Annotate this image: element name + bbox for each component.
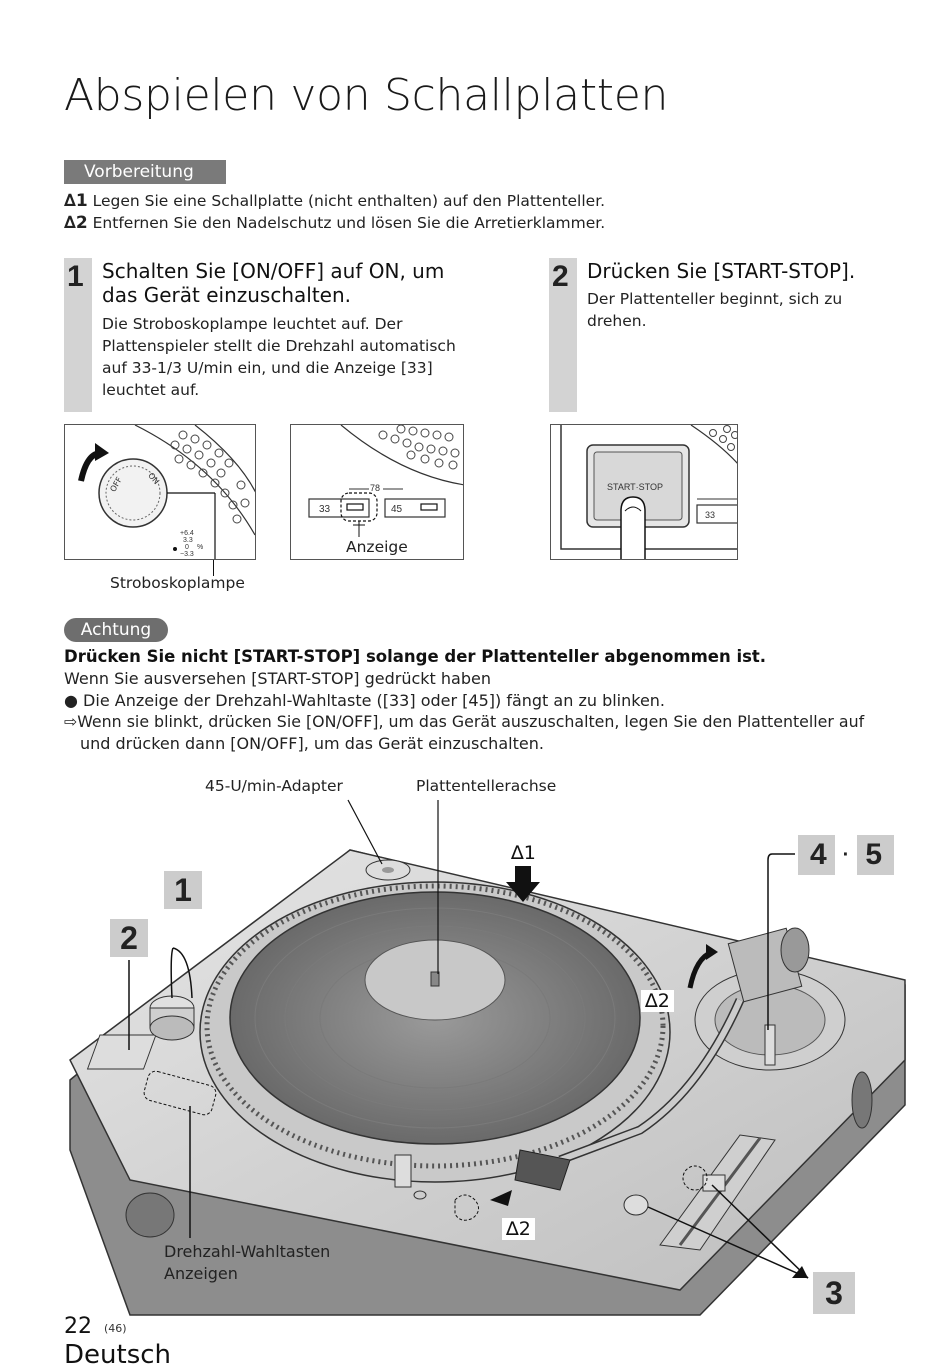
body-line: auf 33-1/3 U/min ein, und die Anzeige [3… xyxy=(102,359,433,377)
speed-indicator-illustration: 78 33 45 xyxy=(308,425,463,537)
strobe-leader-line xyxy=(213,560,215,576)
speed-45-label: 45 xyxy=(391,504,403,515)
page-number: 22 xyxy=(64,1314,92,1339)
speed-buttons-label: Drehzahl-Wahltasten xyxy=(164,1242,331,1261)
strobe-lamp-caption: Stroboskoplampe xyxy=(110,574,245,592)
speed-33-label: 33 xyxy=(705,510,715,520)
speed-78-label: 78 xyxy=(370,483,380,493)
note-mark: ∆1 xyxy=(64,191,88,211)
pitch-scale-value: 3.3 xyxy=(183,537,193,544)
pitch-scale-value: −3.3 xyxy=(180,551,194,558)
callout-separator: · xyxy=(835,835,857,875)
step-1-heading: Schalten Sie [ON/OFF] auf ON, um das Ger… xyxy=(102,259,444,307)
heading-line: das Gerät einzuschalten. xyxy=(102,283,352,307)
callout-box-3: 3 xyxy=(813,1272,855,1314)
step-2-number: 2 xyxy=(552,260,569,293)
callout-box-4-5: 4 · 5 xyxy=(798,835,894,875)
indicator-caption: Anzeige xyxy=(346,538,408,556)
adapter-label: 45-U/min-Adapter xyxy=(205,777,343,795)
indicators-label: Anzeigen xyxy=(164,1264,238,1283)
caution-line: Wenn Sie ausversehen [START-STOP] gedrüc… xyxy=(64,669,491,688)
page-reference: (46) xyxy=(104,1322,127,1335)
caution-bold-line: Drücken Sie nicht [START-STOP] solange d… xyxy=(64,647,767,666)
caution-bullet: ● Die Anzeige der Drehzahl-Wahltaste ([3… xyxy=(64,691,666,710)
start-stop-button-label: START·STOP xyxy=(607,482,663,492)
body-line: Die Stroboskoplampe leuchtet auf. Der xyxy=(102,315,403,333)
turntable-diagram xyxy=(69,799,906,1316)
callout-4: 4 xyxy=(809,838,827,871)
step-2-bar xyxy=(549,258,577,412)
caution-pill: Achtung xyxy=(64,618,168,642)
callout-5: 5 xyxy=(865,838,883,871)
figure-speed-indicator: 78 33 45 xyxy=(290,424,464,560)
body-line: drehen. xyxy=(587,312,647,330)
preparation-banner: Vorbereitung xyxy=(64,160,226,184)
spindle-label: Plattentellerachse xyxy=(416,777,557,795)
knob-illustration: OFF ON +6.4 3.3 0 −3.3 % xyxy=(78,425,255,559)
heading-line: Schalten Sie [ON/OFF] auf ON, um xyxy=(102,259,445,283)
pitch-scale-value: +6.4 xyxy=(180,530,194,537)
step-2-body: Der Plattenteller beginnt, sich zu drehe… xyxy=(587,288,842,332)
body-line: Der Plattenteller beginnt, sich zu xyxy=(587,290,843,308)
body-line: leuchtet auf. xyxy=(102,381,200,399)
star-2-bottom-label: ∆2 xyxy=(502,1218,535,1240)
figure-on-off-knob: OFF ON +6.4 3.3 0 −3.3 % xyxy=(64,424,256,560)
star-2-top-label: ∆2 xyxy=(641,990,674,1012)
note-text: Legen Sie eine Schallplatte (nicht entha… xyxy=(92,192,606,210)
body-line: Plattenspieler stellt die Drehzahl autom… xyxy=(102,337,456,355)
callout-box-2: 2 xyxy=(110,919,148,957)
caution-arrow-line-1: ⇨Wenn sie blinkt, drücken Sie [ON/OFF], … xyxy=(64,712,865,731)
preparation-item-2: ∆2 Entfernen Sie den Nadelschutz und lös… xyxy=(64,213,605,233)
note-mark: ∆2 xyxy=(64,213,88,233)
star-1-label: ∆1 xyxy=(507,842,540,864)
page-title: Abspielen von Schallplatten xyxy=(64,70,669,121)
caution-arrow-line-2: und drücken dann [ON/OFF], um das Gerät … xyxy=(80,734,544,753)
step-2-heading: Drücken Sie [START-STOP]. xyxy=(587,259,855,283)
callout-box-1: 1 xyxy=(164,871,202,909)
figure-start-stop-button: START·STOP 33 xyxy=(550,424,738,560)
heading-line: Drücken Sie [START-STOP]. xyxy=(587,259,856,283)
step-1-bar xyxy=(64,258,92,412)
step-1-number: 1 xyxy=(67,260,84,293)
pitch-scale-value: 0 xyxy=(185,544,189,551)
note-text: Entfernen Sie den Nadelschutz und lösen … xyxy=(92,214,606,232)
step-1-body: Die Stroboskoplampe leuchtet auf. Der Pl… xyxy=(102,313,456,401)
page-language: Deutsch xyxy=(64,1340,172,1370)
pitch-percent: % xyxy=(197,544,203,551)
start-stop-illustration: START·STOP 33 xyxy=(560,425,737,559)
speed-33-label: 33 xyxy=(319,504,331,515)
preparation-item-1: ∆1 Legen Sie eine Schallplatte (nicht en… xyxy=(64,191,605,211)
